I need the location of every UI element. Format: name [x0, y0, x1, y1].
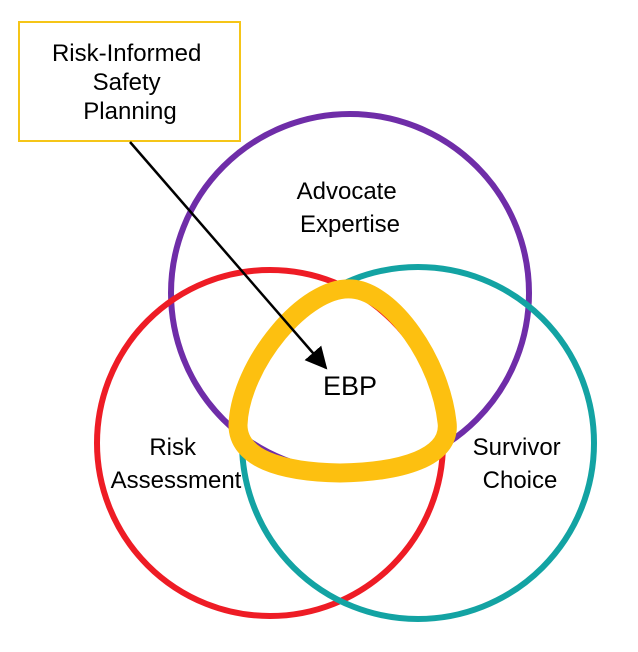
- callout-line-2: Safety: [93, 69, 161, 96]
- risk-line-1: Risk: [149, 434, 197, 461]
- callout-line-3: Planning: [83, 98, 176, 125]
- callout-box: [18, 21, 241, 142]
- ebp-center-region: [228, 279, 457, 483]
- advocate-expertise-label: Advocate Expertise: [297, 178, 404, 238]
- survivor-line-1: Survivor: [473, 434, 561, 461]
- survivor-line-2: Choice: [483, 467, 558, 494]
- advocate-line-2: Expertise: [300, 211, 400, 238]
- survivor-choice-label: Survivor Choice: [473, 434, 568, 494]
- risk-line-2: Assessment: [111, 467, 242, 494]
- callout-arrow: [129, 141, 328, 370]
- callout-text: Risk-Informed Safety Planning: [52, 40, 208, 125]
- risk-assessment-label: Risk Assessment: [111, 434, 242, 494]
- ebp-label: EBP: [323, 371, 377, 401]
- callout-line-1: Risk-Informed: [52, 40, 201, 67]
- advocate-line-1: Advocate: [297, 178, 397, 205]
